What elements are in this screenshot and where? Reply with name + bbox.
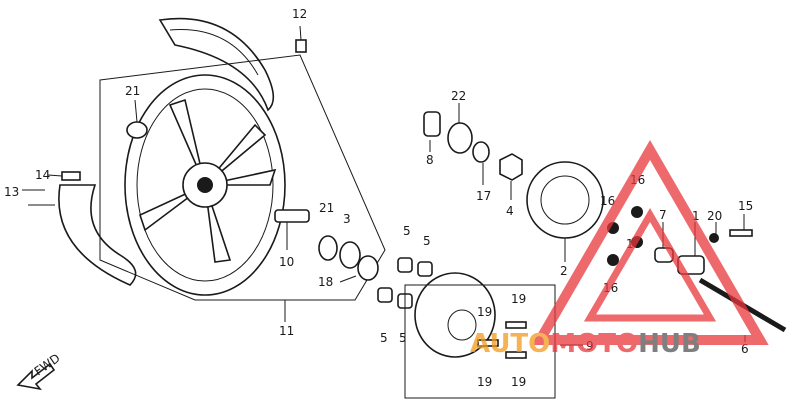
tire-tread-line (169, 29, 259, 76)
bearing-22 (447, 122, 473, 154)
watermark-auto: AUTO (470, 329, 550, 359)
damper-5-a (397, 257, 413, 273)
callout-4: 4 (506, 204, 514, 218)
callout-15: 15 (738, 199, 753, 213)
sprocket-inner (540, 175, 590, 225)
nut-16-b (631, 206, 643, 218)
callout-10: 10 (279, 255, 294, 269)
bolt-12 (295, 39, 307, 53)
flange-assembly-outline (404, 284, 556, 399)
callout-22: 22 (451, 89, 466, 103)
callout-19-a: 19 (511, 292, 526, 306)
watermark-triangle (531, 140, 769, 345)
bearing-21 (318, 235, 338, 261)
callout-5-a: 5 (403, 224, 411, 238)
driven-sprocket (526, 161, 604, 239)
callout-19-d: 19 (511, 375, 526, 389)
callout-17: 17 (476, 189, 491, 203)
flange-boss (447, 309, 477, 341)
nut-16-d (607, 254, 619, 266)
callout-8: 8 (426, 153, 434, 167)
damper-5-b (417, 261, 433, 277)
fwd-arrow-icon (16, 362, 56, 391)
hub-center (197, 177, 213, 193)
callout-11: 11 (279, 324, 294, 338)
callout-6: 6 (741, 342, 749, 356)
callout-3: 3 (343, 212, 351, 226)
leader (134, 99, 138, 123)
collar-8 (423, 111, 441, 137)
tire-bottom (58, 184, 137, 286)
callout-1: 1 (692, 209, 700, 223)
callout-5-c: 5 (380, 331, 388, 345)
axle-spacer (274, 209, 310, 223)
callout-2: 2 (560, 264, 568, 278)
watermark-moto: MOTO (550, 329, 638, 359)
stud-19-b (505, 351, 527, 359)
bearing-21-top (126, 121, 148, 139)
stud-19-a (505, 321, 527, 329)
seal-17 (472, 141, 490, 163)
callout-21-b: 21 (319, 201, 334, 215)
watermark-text: AUTOMOTOHUB (470, 329, 701, 359)
cap-20 (709, 233, 719, 243)
wheel-rim-inner (136, 88, 274, 282)
callout-14: 14 (35, 168, 50, 182)
leader (339, 275, 357, 283)
watermark-logo: AUTOMOTOHUB (470, 140, 769, 359)
damper-5-c (377, 287, 393, 303)
watermark-hub: HUB (638, 329, 701, 359)
wheel-assembly-outline (99, 54, 386, 301)
sprocket-flange (414, 272, 496, 358)
callout-13: 13 (4, 185, 19, 199)
watermark-inner-triangle (583, 208, 717, 322)
nut-4 (499, 153, 523, 181)
valve-stem (61, 171, 81, 181)
leader (47, 174, 63, 177)
leader (299, 25, 302, 41)
o-ring-18 (357, 255, 379, 281)
seal-3 (339, 241, 361, 269)
bolt-15 (729, 229, 753, 237)
callout-18: 18 (318, 275, 333, 289)
callout-12: 12 (292, 7, 307, 21)
callout-20: 20 (707, 209, 722, 223)
callout-19-b: 19 (477, 305, 492, 319)
callout-19-c: 19 (477, 375, 492, 389)
callout-5-d: 5 (399, 331, 407, 345)
stud-19-c (477, 339, 499, 347)
callout-7: 7 (659, 208, 667, 222)
callout-9: 9 (586, 339, 594, 353)
callout-5-b: 5 (423, 234, 431, 248)
wheel-spokes (139, 98, 277, 263)
callout-16-b: 16 (600, 194, 615, 208)
tire-top (158, 17, 275, 112)
callout-21-a: 21 (125, 84, 140, 98)
